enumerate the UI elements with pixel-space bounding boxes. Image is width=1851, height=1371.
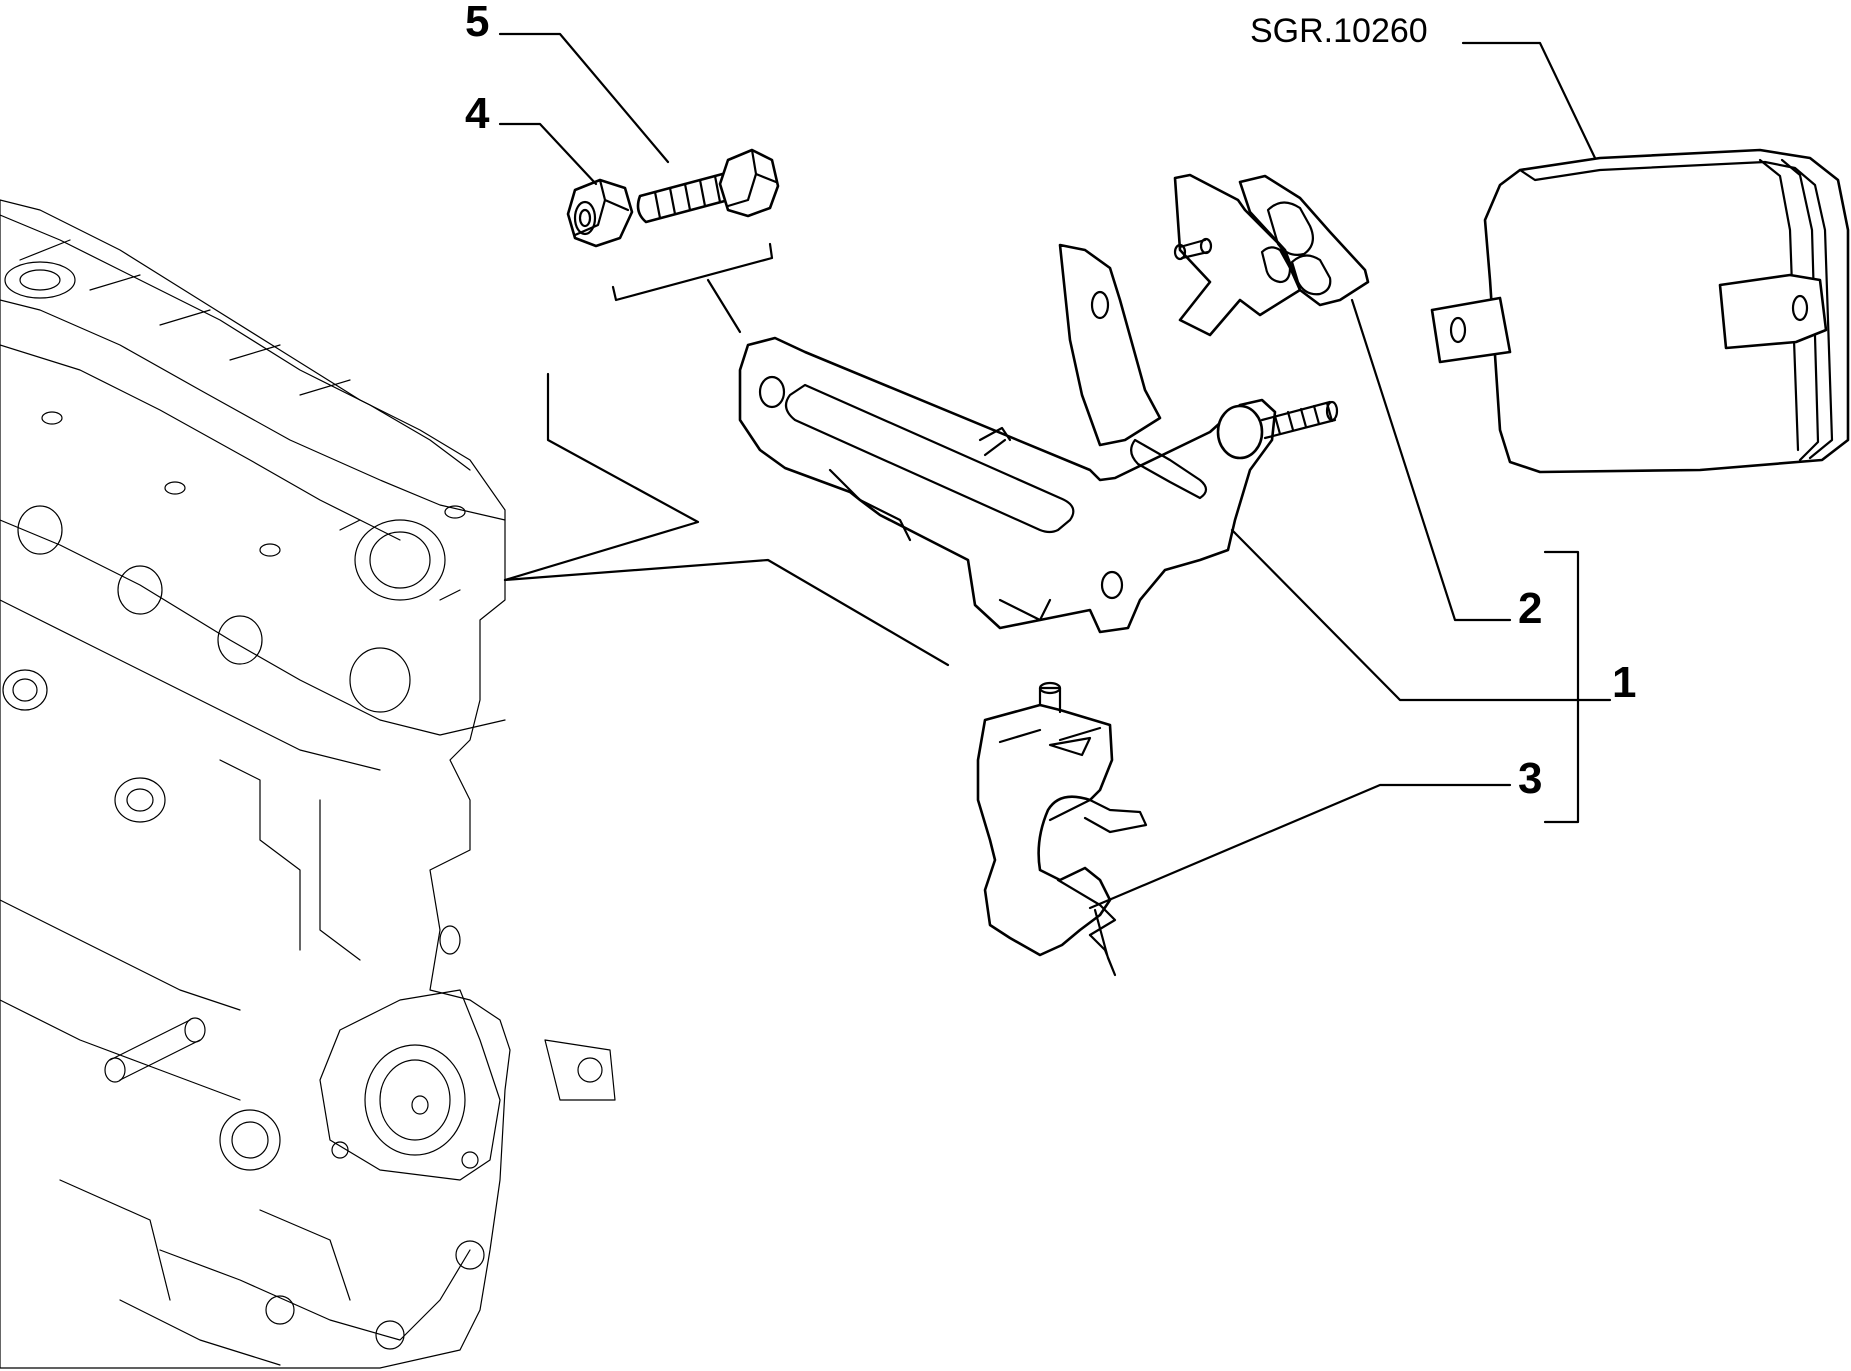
callout-labels: 5 4 2 1 3 SGR.10260 [465,0,1636,803]
clamp [976,681,1148,977]
callout-5: 5 [465,0,489,46]
callout-1: 1 [1612,658,1636,707]
reference-code: SGR.10260 [1250,12,1428,50]
reservoir [1430,148,1850,474]
callout-4: 4 [465,89,490,138]
callout-3: 3 [1518,754,1542,803]
nut [566,178,634,248]
leader-lines [498,32,1612,910]
bracket [738,243,1339,634]
support-mount [1173,173,1370,337]
bolt [636,148,780,224]
engine-block [0,199,616,1369]
callout-2: 2 [1518,584,1542,633]
